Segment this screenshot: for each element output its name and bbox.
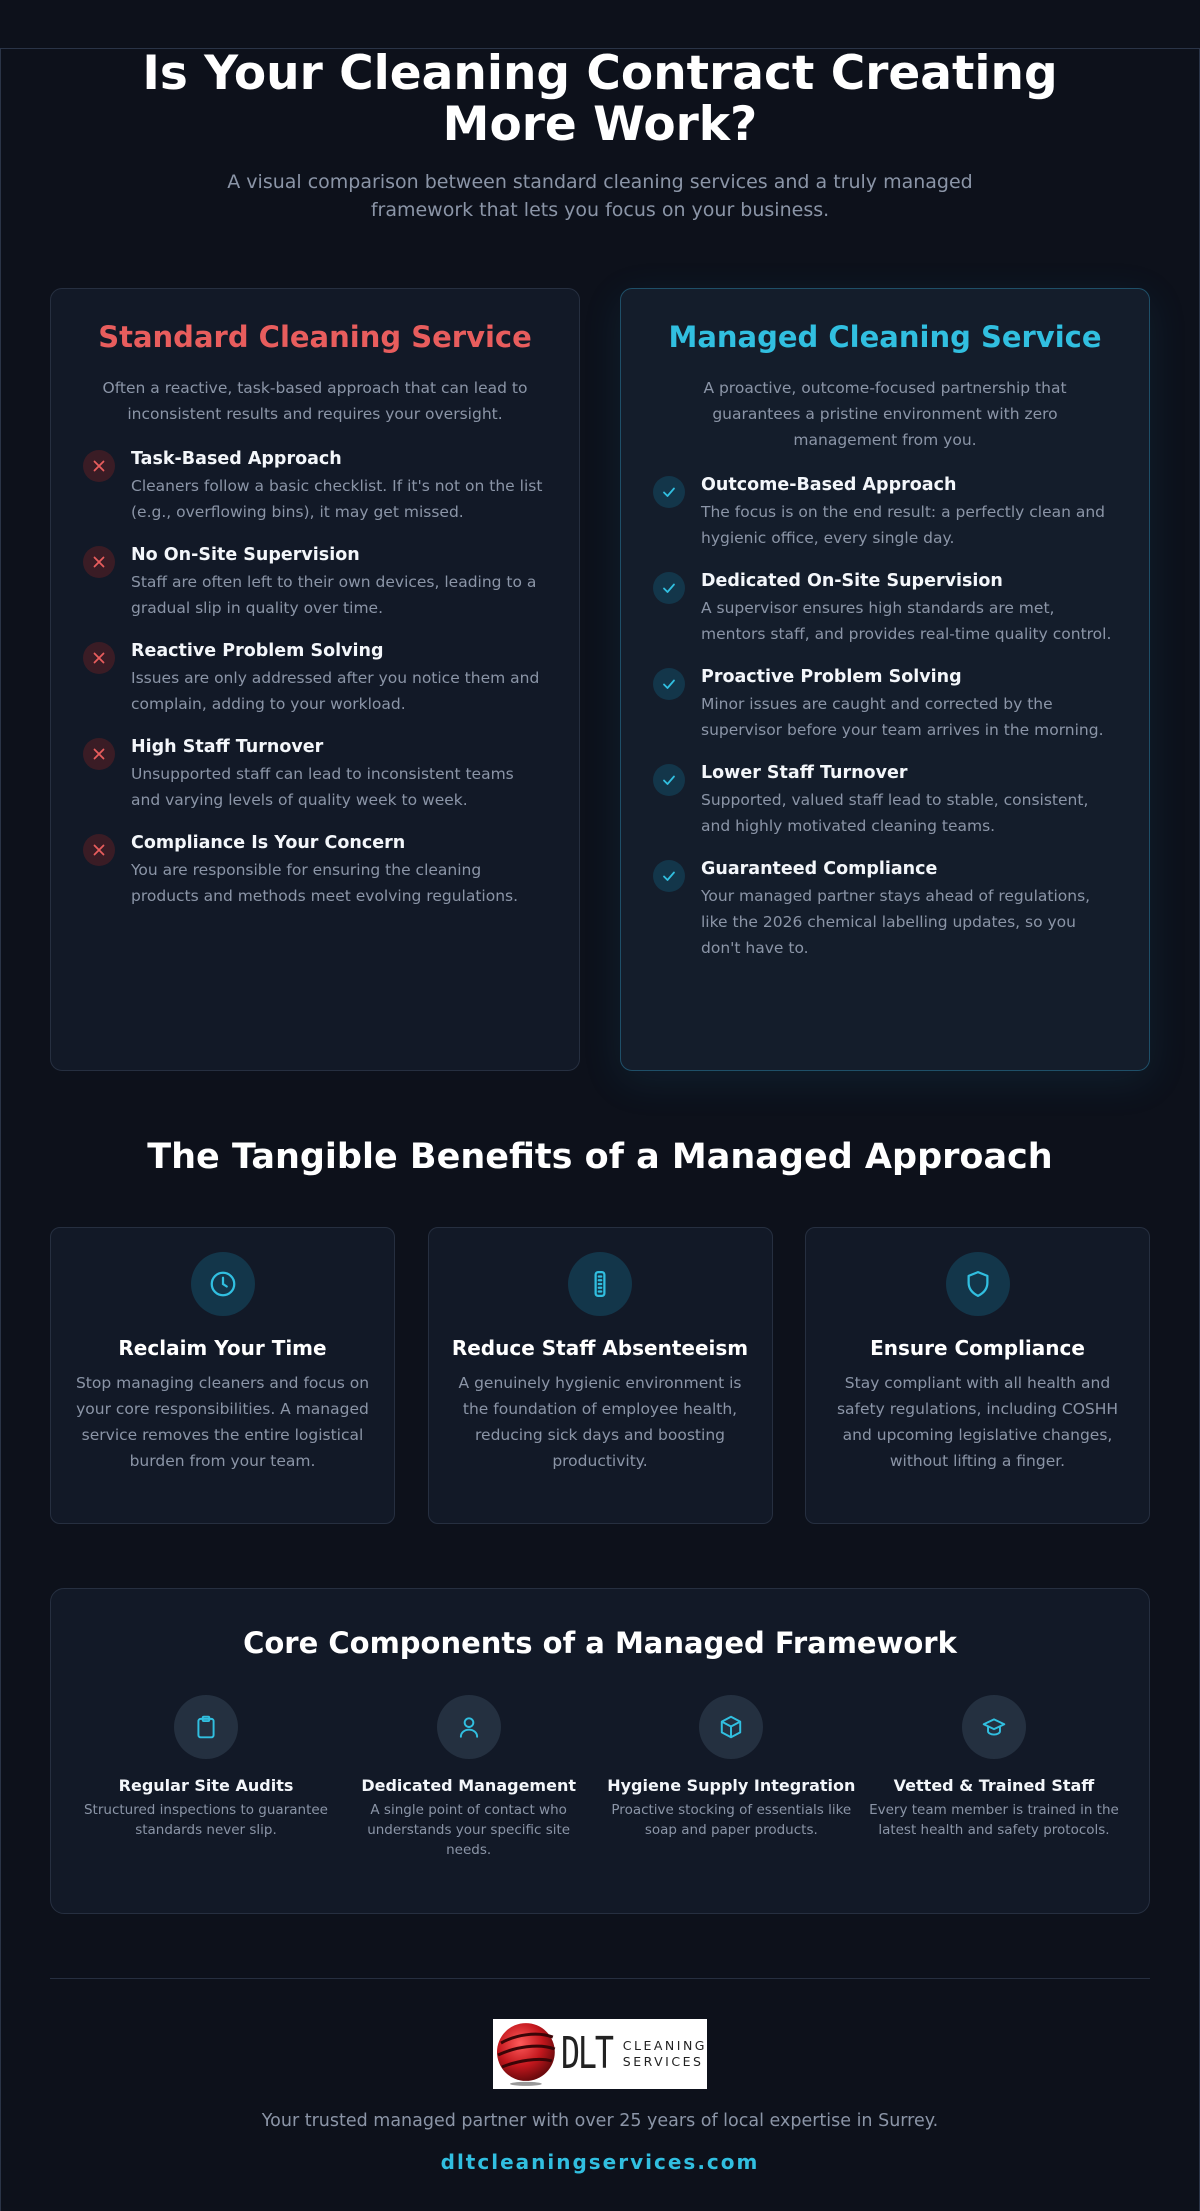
user-icon xyxy=(436,1695,501,1759)
core-component: Dedicated Management A single point of c… xyxy=(344,1695,594,1860)
core-component-desc: Every team member is trained in the late… xyxy=(869,1802,1119,1838)
benefit-card: Reduce Staff Absenteeism A genuinely hyg… xyxy=(427,1227,773,1524)
check-icon xyxy=(653,860,685,892)
standard-item: Task-Based Approach Cleaners follow a ba… xyxy=(83,447,547,525)
standard-item-desc: Cleaners follow a basic checklist. If it… xyxy=(131,477,543,521)
core-component-title: Regular Site Audits xyxy=(118,1776,294,1795)
core-component: Vetted & Trained Staff Every team member… xyxy=(869,1695,1119,1860)
standard-item: No On-Site Supervision Staff are often l… xyxy=(83,543,547,621)
shield-icon xyxy=(945,1252,1010,1316)
x-icon xyxy=(83,546,115,578)
managed-card-intro: A proactive, outcome-focused partnership… xyxy=(703,379,1067,449)
core-component-desc: Structured inspections to guarantee stan… xyxy=(83,1802,328,1838)
managed-item-desc: Your managed partner stays ahead of regu… xyxy=(701,887,1091,957)
benefit-title: Ensure Compliance xyxy=(870,1336,1085,1360)
page-content: Is Your Cleaning Contract Creating More … xyxy=(50,48,1150,2177)
managed-item-title: Lower Staff Turnover xyxy=(701,763,908,783)
managed-list: Outcome-Based Approach The focus is on t… xyxy=(653,473,1117,961)
benefits-title: The Tangible Benefits of a Managed Appro… xyxy=(147,1137,1053,1177)
x-icon xyxy=(83,834,115,866)
clipboard-icon xyxy=(174,1695,238,1759)
footer-tagline: Your trusted managed partner with over 2… xyxy=(261,2111,939,2131)
managed-item-title: Proactive Problem Solving xyxy=(701,667,962,687)
check-icon xyxy=(653,764,685,796)
managed-item-title: Dedicated On-Site Supervision xyxy=(701,571,1003,591)
core-component: Hygiene Supply Integration Proactive sto… xyxy=(606,1695,856,1860)
managed-item: Lower Staff Turnover Supported, valued s… xyxy=(653,761,1117,839)
x-icon xyxy=(83,642,115,674)
company-logo: DLT CLEANING SERVICES xyxy=(493,2019,707,2089)
benefit-title: Reclaim Your Time xyxy=(118,1336,327,1360)
managed-item-desc: Supported, valued staff lead to stable, … xyxy=(701,791,1089,835)
standard-item-title: No On-Site Supervision xyxy=(131,545,360,565)
standard-item-desc: Unsupported staff can lead to inconsiste… xyxy=(131,765,514,809)
core-component-title: Vetted & Trained Staff xyxy=(893,1776,1095,1795)
x-icon xyxy=(83,450,115,482)
footer-divider xyxy=(50,1978,1150,1979)
benefit-desc: Stop managing cleaners and focus on your… xyxy=(75,1374,370,1470)
managed-item-desc: Minor issues are caught and corrected by… xyxy=(701,695,1104,739)
standard-item-title: Compliance Is Your Concern xyxy=(131,833,406,853)
x-icon xyxy=(83,738,115,770)
managed-item: Dedicated On-Site Supervision A supervis… xyxy=(653,569,1117,647)
managed-item-desc: The focus is on the end result: a perfec… xyxy=(701,503,1106,547)
comparison-section: Standard Cleaning Service Often a reacti… xyxy=(50,288,1150,1071)
graduation-cap-icon xyxy=(961,1695,1026,1759)
thermometer-icon xyxy=(568,1252,632,1316)
standard-service-card: Standard Cleaning Service Often a reacti… xyxy=(50,288,580,1071)
standard-item: Compliance Is Your Concern You are respo… xyxy=(83,831,547,909)
check-icon xyxy=(653,572,685,604)
managed-item: Guaranteed Compliance Your managed partn… xyxy=(653,857,1117,961)
standard-item-title: High Staff Turnover xyxy=(131,737,324,757)
logo-globe-icon xyxy=(496,2023,556,2086)
standard-item-title: Task-Based Approach xyxy=(131,449,342,469)
benefit-card: Reclaim Your Time Stop managing cleaners… xyxy=(50,1227,395,1524)
benefit-card: Ensure Compliance Stay compliant with al… xyxy=(805,1227,1150,1524)
standard-list: Task-Based Approach Cleaners follow a ba… xyxy=(83,447,547,909)
page-title: Is Your Cleaning Contract Creating More … xyxy=(142,46,1058,152)
standard-card-intro: Often a reactive, task-based approach th… xyxy=(102,379,528,423)
clock-icon xyxy=(190,1252,255,1316)
benefits-section: Reclaim Your Time Stop managing cleaners… xyxy=(50,1227,1150,1524)
logo-subtext: CLEANING SERVICES xyxy=(623,2038,707,2070)
managed-item-title: Guaranteed Compliance xyxy=(701,859,938,879)
core-component-desc: Proactive stocking of essentials like so… xyxy=(611,1802,852,1838)
logo-line-2: SERVICES xyxy=(622,2054,704,2069)
benefit-desc: A genuinely hygienic environment is the … xyxy=(458,1374,742,1470)
core-component-desc: A single point of contact who understand… xyxy=(367,1802,571,1858)
benefit-desc: Stay compliant with all health and safet… xyxy=(836,1374,1119,1470)
standard-item-desc: You are responsible for ensuring the cle… xyxy=(131,861,519,905)
core-component-title: Hygiene Supply Integration xyxy=(607,1776,856,1795)
core-component: Regular Site Audits Structured inspectio… xyxy=(81,1695,331,1860)
managed-item: Outcome-Based Approach The focus is on t… xyxy=(653,473,1117,551)
benefit-title: Reduce Staff Absenteeism xyxy=(451,1336,749,1360)
standard-item: High Staff Turnover Unsupported staff ca… xyxy=(83,735,547,813)
managed-item-title: Outcome-Based Approach xyxy=(701,475,957,495)
standard-item-title: Reactive Problem Solving xyxy=(131,641,384,661)
logo-wordmark: DLT xyxy=(560,2028,614,2079)
logo-line-1: CLEANING xyxy=(622,2038,707,2053)
core-components-grid: Regular Site Audits Structured inspectio… xyxy=(81,1695,1119,1860)
check-icon xyxy=(653,668,685,700)
core-component-title: Dedicated Management xyxy=(361,1776,576,1795)
check-icon xyxy=(653,476,685,508)
standard-card-title: Standard Cleaning Service xyxy=(98,320,532,354)
box-icon xyxy=(699,1695,764,1759)
managed-item-desc: A supervisor ensures high standards are … xyxy=(701,599,1112,643)
standard-item-desc: Issues are only addressed after you noti… xyxy=(131,669,540,713)
core-title: Core Components of a Managed Framework xyxy=(243,1626,957,1660)
page-subtitle: A visual comparison between standard cle… xyxy=(227,171,973,221)
managed-service-card: Managed Cleaning Service A proactive, ou… xyxy=(620,288,1150,1071)
standard-item: Reactive Problem Solving Issues are only… xyxy=(83,639,547,717)
managed-item: Proactive Problem Solving Minor issues a… xyxy=(653,665,1117,743)
core-components-card: Core Components of a Managed Framework R… xyxy=(50,1588,1150,1914)
standard-item-desc: Staff are often left to their own device… xyxy=(131,573,537,617)
managed-card-title: Managed Cleaning Service xyxy=(668,320,1102,354)
website-link[interactable]: dltcleaningservices.com xyxy=(440,2150,760,2174)
